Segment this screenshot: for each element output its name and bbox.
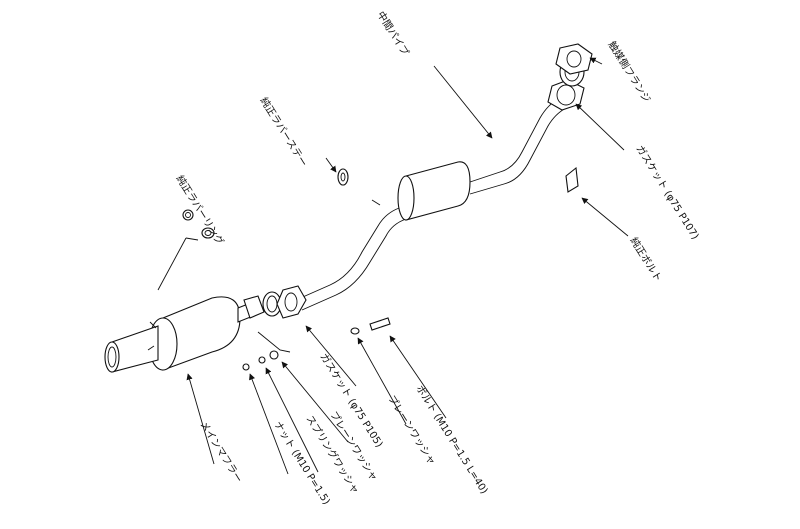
label-main-muffler: メインマフラー — [197, 419, 244, 485]
label-plain-washer-lower: プレーンワッシャ — [327, 409, 379, 483]
cat-flange — [547, 43, 593, 111]
label-stock-bolt: 純正ボルト — [627, 235, 665, 284]
label-gasket-top: ガスケット (φ75 P107) — [633, 143, 701, 242]
rubber-stay — [337, 168, 381, 206]
leader-lines — [157, 57, 629, 475]
gasket-mid — [243, 285, 307, 319]
rubber-rings — [182, 209, 215, 239]
label-bolt-mid: ボルト (M10 P=1.5 L=40) — [413, 383, 490, 496]
label-rubber-stay: 純正ラバーステー — [257, 95, 310, 169]
label-mid-pipe: 中間パイプ — [374, 9, 412, 58]
main-muffler — [104, 296, 241, 373]
stock-bolt — [565, 166, 579, 193]
label-cat-flange: 触媒側フランジ — [605, 39, 653, 105]
nut-washers — [242, 331, 291, 371]
bolt-mid — [350, 317, 391, 335]
label-rubber-ring: 純正ラバーリング — [173, 173, 226, 248]
mid-resonator — [397, 97, 567, 221]
